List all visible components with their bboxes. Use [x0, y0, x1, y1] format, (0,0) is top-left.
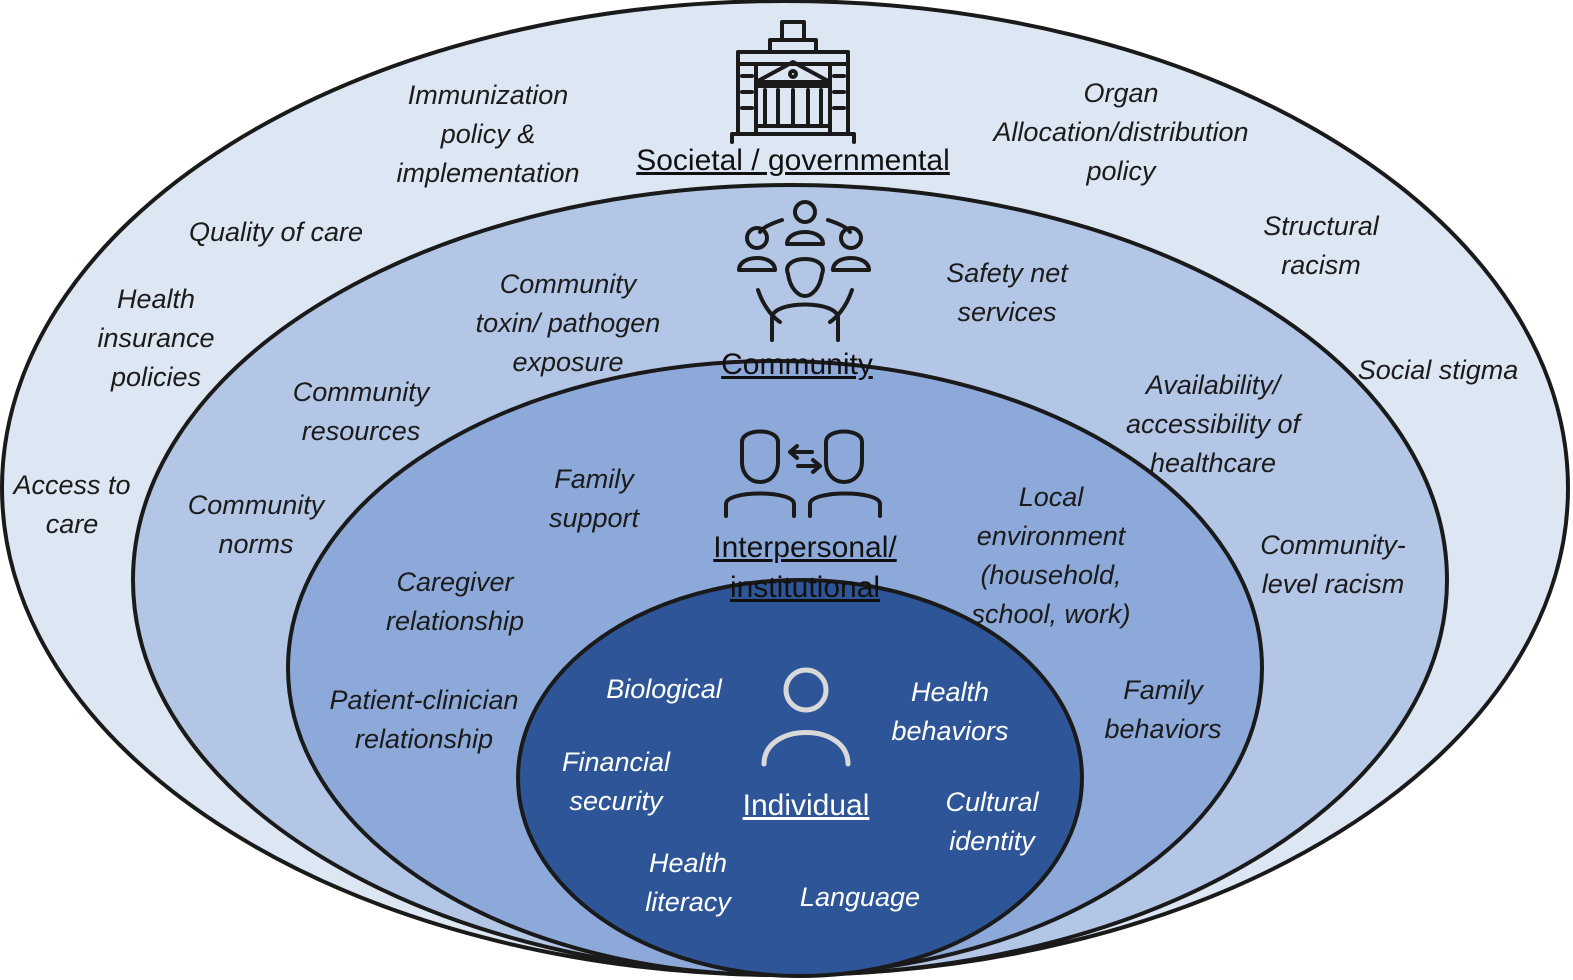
societal-factor-label: Social stigma [1358, 355, 1519, 385]
community-factor-label: Community-level racism [1260, 530, 1406, 599]
person-icon [761, 667, 851, 767]
svg-text:institutional: institutional [730, 571, 880, 604]
societal-factor-label: Quality of care [189, 217, 363, 247]
individual-factor-label: Biological [606, 674, 723, 704]
interpersonal-title: Interpersonal/ institutional [713, 531, 897, 604]
individual-factor-label: Language [800, 882, 920, 912]
community-title: Community [721, 348, 873, 381]
individual-title: Individual [743, 789, 870, 822]
societal-title: Societal / governmental [636, 144, 950, 177]
government-building-icon [730, 20, 856, 144]
two-people-exchange-icon [724, 429, 882, 518]
individual-level-ellipse [516, 578, 1084, 978]
svg-text:Interpersonal/: Interpersonal/ [713, 531, 897, 564]
community-people-icon [737, 200, 871, 342]
